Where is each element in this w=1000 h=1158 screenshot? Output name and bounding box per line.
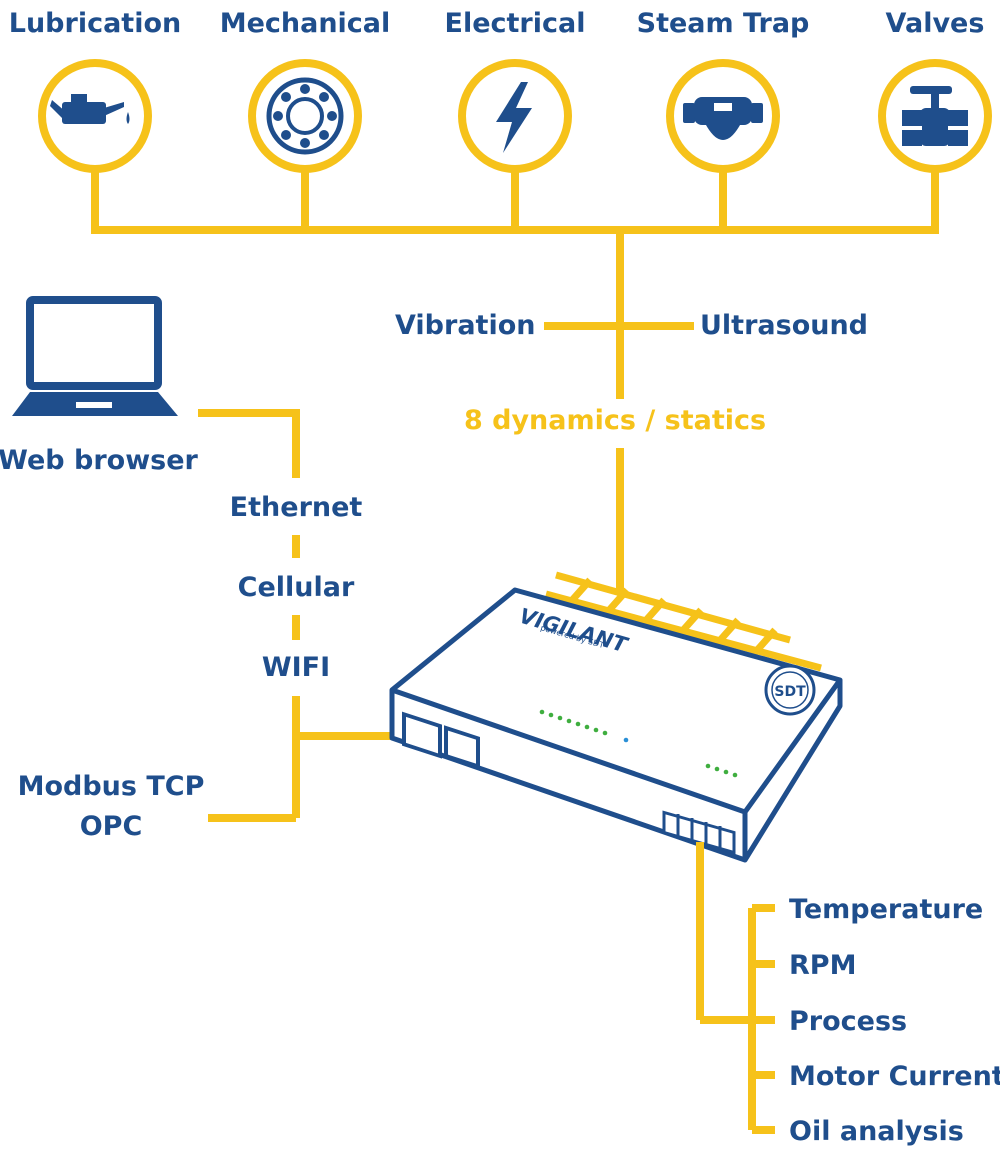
web-browser-label: Web browser xyxy=(0,445,198,476)
category-label-steam-trap: Steam Trap xyxy=(636,8,810,39)
protocol-modbus-label: Modbus TCP xyxy=(17,771,205,802)
laptop-icon xyxy=(12,296,178,416)
sensing-ultrasound-label: Ultrasound xyxy=(700,310,869,341)
category-label-mechanical: Mechanical xyxy=(219,8,391,39)
channels-label: 8 dynamics / statics xyxy=(463,405,767,436)
connectivity-ethernet-label: Ethernet xyxy=(229,492,363,523)
lightning-bolt-icon xyxy=(496,82,532,153)
sensing-vibration-label: Vibration xyxy=(395,310,536,341)
mechanical-node xyxy=(248,59,362,173)
input-motor-current-label: Motor Current xyxy=(789,1061,1000,1092)
steam-trap-node xyxy=(666,59,780,173)
input-temperature-label: Temperature xyxy=(789,894,984,925)
oil-can-icon xyxy=(50,94,130,124)
category-label-electrical: Electrical xyxy=(444,8,586,39)
connectivity-line xyxy=(198,409,410,822)
steam-trap-icon xyxy=(683,97,763,140)
protocol-opc-label: OPC xyxy=(79,811,143,842)
lubrication-node xyxy=(38,59,152,173)
input-process-label: Process xyxy=(789,1006,908,1037)
top-connectors xyxy=(91,166,939,594)
valve-icon xyxy=(902,86,968,146)
device-badge: SDT xyxy=(774,684,806,700)
category-label-valves: Valves xyxy=(885,8,985,39)
bearing-icon xyxy=(266,77,344,155)
input-oil-analysis-label: Oil analysis xyxy=(789,1116,964,1147)
input-rpm-label: RPM xyxy=(789,950,857,981)
inputs-connector xyxy=(696,842,775,1134)
connectivity-cellular-label: Cellular xyxy=(237,572,355,603)
vigilant-device-icon xyxy=(389,571,843,863)
electrical-node xyxy=(458,59,572,173)
valves-node xyxy=(878,59,992,173)
category-label-lubrication: Lubrication xyxy=(8,8,182,39)
connectivity-wifi-label: WIFI xyxy=(261,652,331,683)
